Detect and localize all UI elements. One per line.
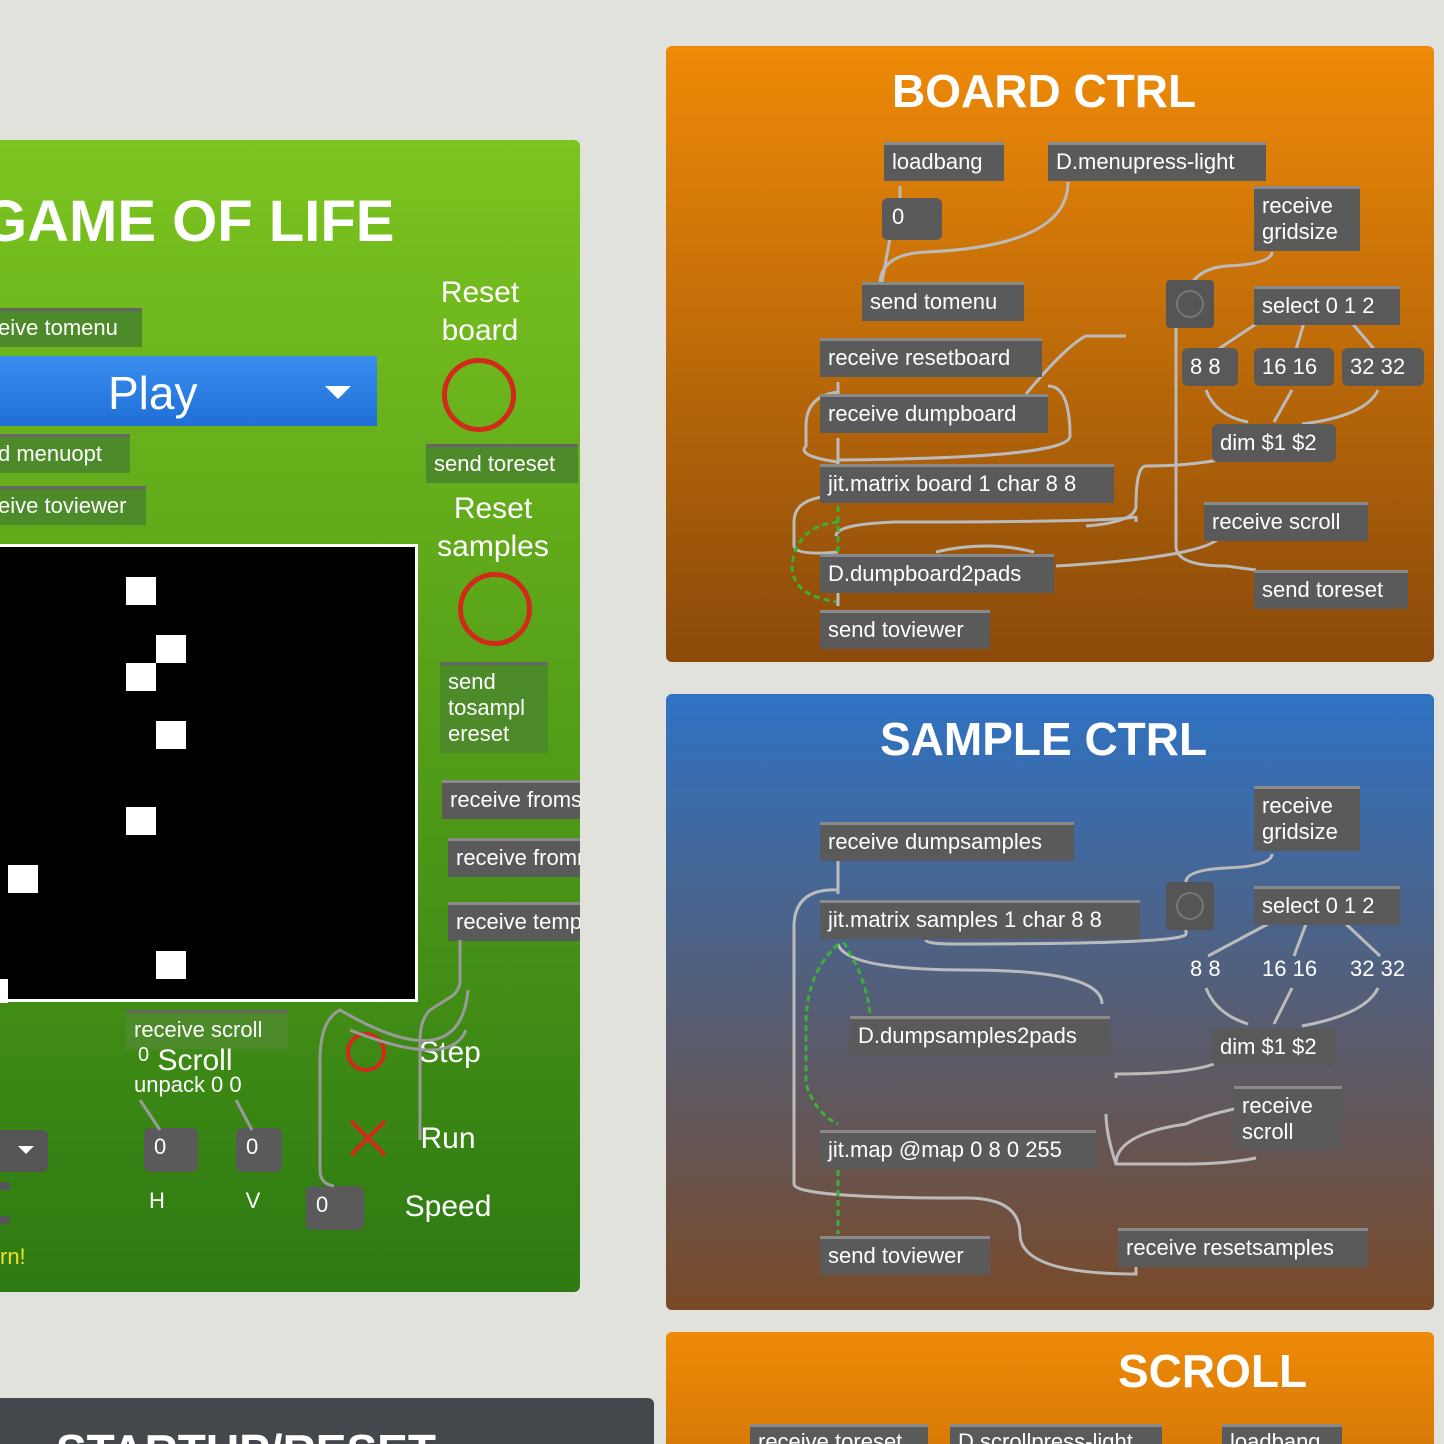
board-ctrl-panel: BOARD CTRL loadbang D.menupress-light 0 … [666, 46, 1434, 662]
game-of-life-panel: GAME OF LIFE eive tomenu Play d menuopt … [0, 140, 580, 1292]
v-label: V [245, 1188, 261, 1213]
play-menu-value: Play [108, 367, 198, 419]
zero-number[interactable]: 0 [882, 198, 942, 240]
scrollpress-light-object[interactable]: D.scrollpress-light [950, 1424, 1162, 1444]
sample-ctrl-panel: SAMPLE CTRL receive gridsize receive dum… [666, 694, 1434, 1310]
receive-tempo-object[interactable]: receive tempo [448, 902, 580, 941]
scroll-prefix: 0 [138, 1044, 150, 1066]
loadbang-object[interactable]: loadbang [1222, 1424, 1342, 1444]
receive-dumpsamples-object[interactable]: receive dumpsamples [820, 822, 1074, 861]
chevron-down-icon [18, 1146, 34, 1154]
h-number[interactable]: 0 [144, 1128, 198, 1172]
cell [126, 577, 156, 605]
reset-board-button[interactable] [442, 358, 516, 432]
cell [8, 865, 38, 893]
speed-number[interactable]: 0 [306, 1186, 364, 1230]
receive-tomenu-object[interactable]: eive tomenu [0, 308, 142, 347]
receive-gridsize-object[interactable]: receive gridsize [1254, 186, 1360, 251]
cell [126, 663, 156, 691]
dumpboard2pads-object[interactable]: D.dumpboard2pads [820, 554, 1054, 593]
unpack-object[interactable]: unpack 0 0 [134, 1072, 242, 1097]
receive-toviewer-object[interactable]: eive toviewer [0, 486, 146, 525]
receive-scroll-object[interactable]: receive scroll [1204, 502, 1368, 541]
msg-16-16[interactable]: 16 16 [1254, 348, 1334, 386]
left-edge-object[interactable] [0, 1216, 10, 1224]
send-toreset-object[interactable]: send toreset [426, 444, 578, 483]
cell [0, 979, 8, 1003]
receive-resetboard-object[interactable]: receive resetboard [820, 338, 1042, 377]
reset-samples-button[interactable] [458, 572, 532, 646]
scroll-label: Scroll [157, 1044, 233, 1077]
cell [156, 951, 186, 979]
cell [126, 807, 156, 835]
jit-matrix-board-object[interactable]: jit.matrix board 1 char 8 8 [820, 464, 1114, 503]
jit-map-object[interactable]: jit.map @map 0 8 0 255 [820, 1130, 1096, 1169]
dim-message[interactable]: dim $1 $2 [1212, 424, 1336, 462]
send-menuopt-object[interactable]: d menuopt [0, 434, 130, 473]
cell [156, 635, 186, 663]
loadbang-object[interactable]: loadbang [884, 142, 1004, 181]
chevron-down-icon [325, 386, 351, 399]
send-toreset-object[interactable]: send toreset [1254, 570, 1408, 609]
msg-8-8[interactable]: 8 8 [1182, 348, 1238, 386]
menupress-light-object[interactable]: D.menupress-light [1048, 142, 1266, 181]
step-button[interactable] [346, 1032, 386, 1072]
msg-16-16[interactable]: 16 16 [1262, 956, 1318, 981]
speed-label: Speed [404, 1190, 492, 1223]
reset-samples-label: Reset samples [437, 492, 549, 563]
run-toggle-icon[interactable] [348, 1118, 388, 1158]
h-label: H [149, 1188, 165, 1213]
dim-message[interactable]: dim $1 $2 [1212, 1028, 1336, 1066]
send-toviewer-object[interactable]: send toviewer [820, 1236, 990, 1275]
receive-dumpboard-object[interactable]: receive dumpboard [820, 394, 1048, 433]
msg-32-32[interactable]: 32 32 [1342, 348, 1424, 386]
send-tomenu-object[interactable]: send tomenu [862, 282, 1024, 321]
board-ctrl-title: BOARD CTRL [892, 65, 1197, 117]
receive-fromrun-object[interactable]: receive fromrun [448, 838, 580, 877]
startup-reset-panel: STARTUP/RESET [0, 1398, 654, 1444]
dumpsamples2pads-object[interactable]: D.dumpsamples2pads [850, 1016, 1110, 1055]
msg-8-8[interactable]: 8 8 [1190, 956, 1221, 981]
scroll-panel: SCROLL receive toreset D.scrollpress-lig… [666, 1332, 1434, 1444]
bang-button[interactable] [1166, 882, 1214, 930]
game-viewer[interactable] [0, 544, 418, 1003]
warning-text: rn! [0, 1244, 26, 1269]
step-label: Step [419, 1036, 481, 1069]
select-object[interactable]: select 0 1 2 [1254, 886, 1400, 925]
left-menu-fragment[interactable] [0, 1130, 48, 1172]
jit-matrix-samples-object[interactable]: jit.matrix samples 1 char 8 8 [820, 900, 1140, 939]
receive-scroll-object[interactable]: receive scroll [126, 1010, 288, 1049]
send-tosamplereset-object[interactable]: send tosampl ereset [440, 662, 548, 753]
run-label: Run [420, 1122, 476, 1155]
game-title: GAME OF LIFE [0, 189, 395, 254]
receive-gridsize-object[interactable]: receive gridsize [1254, 786, 1360, 851]
reset-board-label: Reset board [440, 276, 520, 347]
v-number[interactable]: 0 [236, 1128, 282, 1172]
receive-fromstep-object[interactable]: receive fromstep [442, 780, 580, 819]
receive-resetsamples-object[interactable]: receive resetsamples [1118, 1228, 1368, 1267]
play-menu[interactable]: Play [0, 356, 377, 426]
startup-reset-title: STARTUP/RESET [56, 1424, 436, 1444]
scroll-title: SCROLL [1118, 1345, 1308, 1397]
left-edge-object[interactable] [0, 1182, 10, 1190]
cell [156, 721, 186, 749]
send-toviewer-object[interactable]: send toviewer [820, 610, 990, 649]
receive-scroll-object[interactable]: receive scroll [1234, 1086, 1342, 1151]
msg-32-32[interactable]: 32 32 [1350, 956, 1406, 981]
select-object[interactable]: select 0 1 2 [1254, 286, 1400, 325]
sample-ctrl-title: SAMPLE CTRL [880, 713, 1208, 765]
bang-button[interactable] [1166, 280, 1214, 328]
receive-toreset-object[interactable]: receive toreset [750, 1424, 928, 1444]
